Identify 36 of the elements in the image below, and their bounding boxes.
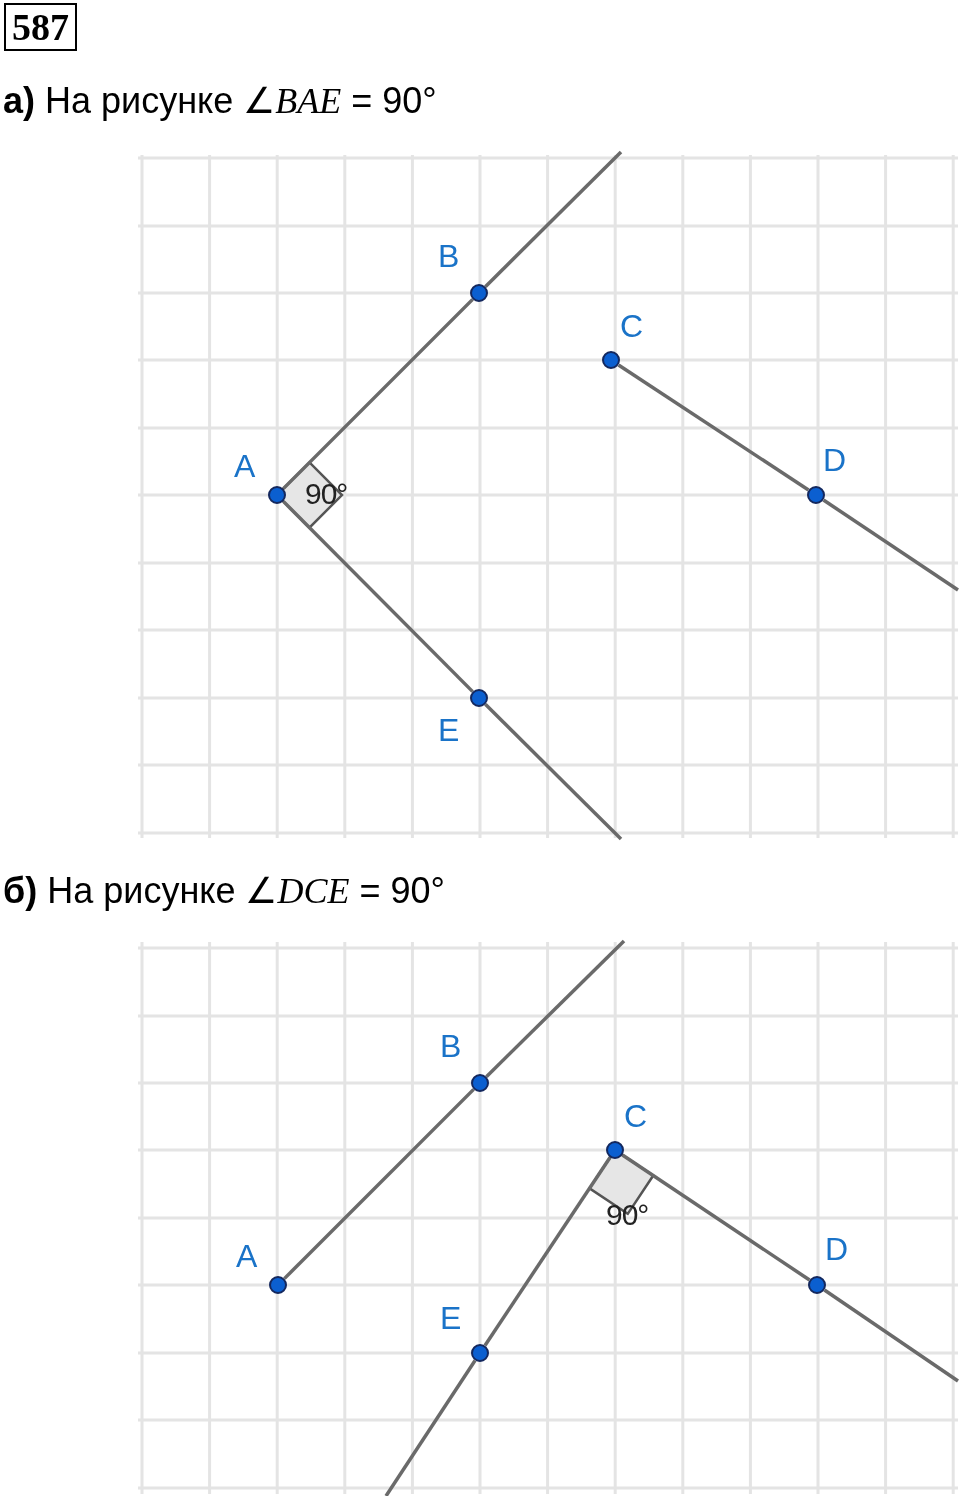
ray-line <box>485 939 626 1078</box>
point-label: D <box>823 444 847 476</box>
point-dot <box>470 689 488 707</box>
point-label: C <box>624 1100 648 1132</box>
heading: а) На рисунке ∠BAE = 90° <box>3 80 437 122</box>
ray-line <box>282 500 474 693</box>
point-dot <box>269 1276 287 1294</box>
ray-line <box>283 1088 475 1280</box>
point-dot <box>807 486 825 504</box>
point-label: E <box>438 714 460 746</box>
point-dot <box>808 1276 826 1294</box>
ray-line <box>823 1288 959 1383</box>
point-dot <box>268 486 286 504</box>
ray-line <box>621 1153 811 1282</box>
ray-line <box>384 1359 477 1496</box>
point-label: C <box>620 310 644 342</box>
point-dot <box>606 1141 624 1159</box>
angle-label: 90° <box>606 1198 649 1232</box>
point-label: B <box>440 1030 462 1062</box>
ray-line <box>483 1156 612 1347</box>
ray-line <box>282 298 474 490</box>
point-label: E <box>440 1302 462 1334</box>
point-dot <box>470 284 488 302</box>
problem-number: 587 <box>4 3 77 51</box>
ray-line <box>822 498 959 592</box>
point-dot <box>471 1074 489 1092</box>
point-label: A <box>234 450 256 482</box>
ray-line <box>484 150 623 288</box>
point-label: A <box>236 1240 258 1272</box>
ray-line <box>484 703 623 841</box>
point-label: D <box>825 1233 849 1265</box>
heading: б) На рисунке ∠DCE = 90° <box>3 870 445 912</box>
ray-line <box>617 363 810 492</box>
point-dot <box>602 351 620 369</box>
point-dot <box>471 1344 489 1362</box>
point-label: B <box>438 240 460 272</box>
